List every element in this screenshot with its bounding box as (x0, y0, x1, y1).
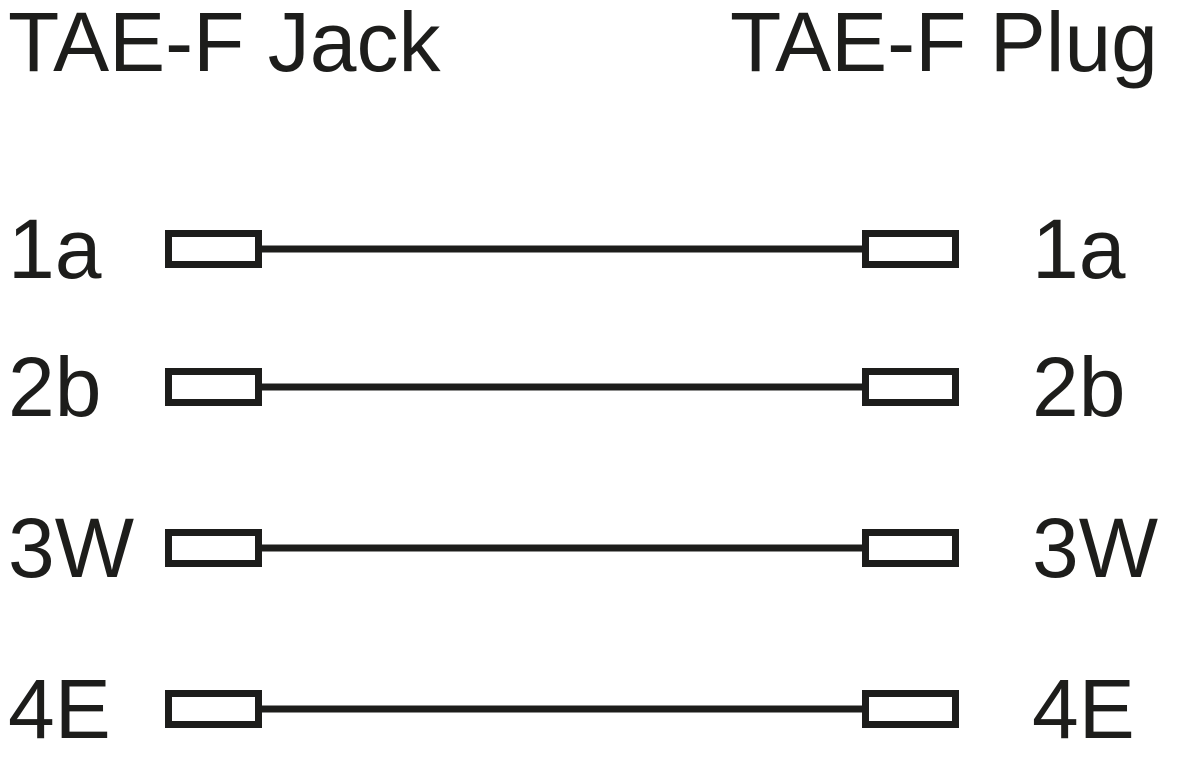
jack-title: TAE-F Jack (8, 0, 441, 89)
jack-pin-label: 1a (8, 202, 102, 296)
connection-row-4E: 4E 4E (0, 662, 1181, 756)
connection-row-3W: 3W 3W (0, 501, 1181, 595)
jack-pin-contact-symbol (165, 368, 262, 406)
plug-pin-contact-symbol (862, 230, 959, 268)
plug-pin-label: 4E (1032, 662, 1135, 756)
plug-pin-label: 3W (1032, 501, 1158, 595)
plug-pin-contact-symbol (862, 368, 959, 406)
wire-line (262, 245, 862, 253)
jack-pin-contact-symbol (165, 690, 262, 728)
wire-line (262, 383, 862, 391)
jack-pin-contact-symbol (165, 230, 262, 268)
jack-pin-label: 4E (8, 662, 111, 756)
plug-pin-contact-symbol (862, 690, 959, 728)
wire-line (262, 705, 862, 713)
jack-pin-label: 3W (8, 501, 134, 595)
plug-title: TAE-F Plug (730, 0, 1158, 89)
connection-row-2b: 2b 2b (0, 340, 1181, 434)
connection-row-1a: 1a 1a (0, 202, 1181, 296)
jack-pin-label: 2b (8, 340, 102, 434)
jack-pin-contact-symbol (165, 529, 262, 567)
plug-pin-contact-symbol (862, 529, 959, 567)
plug-pin-label: 1a (1032, 202, 1126, 296)
wire-line (262, 544, 862, 552)
plug-pin-label: 2b (1032, 340, 1126, 434)
